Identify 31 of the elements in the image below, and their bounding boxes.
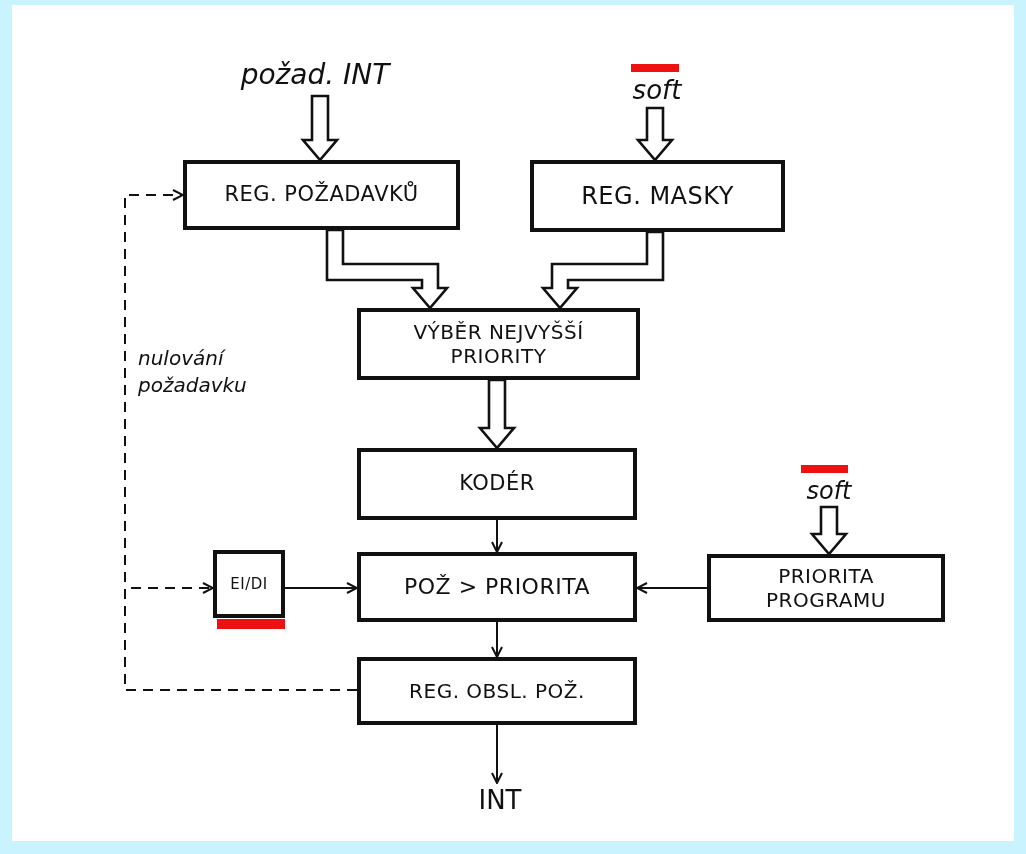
process-box (213, 550, 285, 618)
node-label: POŽ > PRIORITA (404, 573, 590, 601)
node-label: REG. POŽADAVKŮ (224, 182, 419, 208)
signal-label: soft (796, 475, 862, 507)
node-label: REG. MASKY (581, 181, 734, 211)
node-label: EI/DI (230, 575, 268, 593)
bus-arrow (325, 228, 450, 310)
bus-arrow (300, 94, 340, 162)
node-label: PRIORITA PROGRAMU (765, 564, 887, 612)
process-box (530, 160, 785, 232)
node-label: VÝBĚR NEJVYŠŠÍ PRIORITY (412, 320, 585, 368)
process-box (357, 448, 637, 520)
bus-arrow (809, 505, 849, 556)
process-box (357, 308, 640, 380)
arrow (636, 582, 708, 594)
arrow (491, 621, 503, 658)
process-box (357, 657, 637, 725)
signal-label: INT (465, 783, 535, 817)
signal-label: požad. INT (215, 52, 415, 96)
bus-arrow (540, 230, 665, 310)
arrow (491, 724, 503, 784)
signal-label: soft (622, 72, 692, 108)
node-label: KODÉR (459, 471, 535, 497)
bus-arrow (635, 106, 675, 162)
process-box (357, 552, 637, 622)
bus-arrow (477, 378, 517, 450)
node-label: REG. OBSL. POŽ. (409, 679, 585, 703)
arrow (284, 582, 358, 594)
arrow (491, 519, 503, 553)
process-box (183, 160, 460, 230)
process-box (707, 554, 945, 622)
